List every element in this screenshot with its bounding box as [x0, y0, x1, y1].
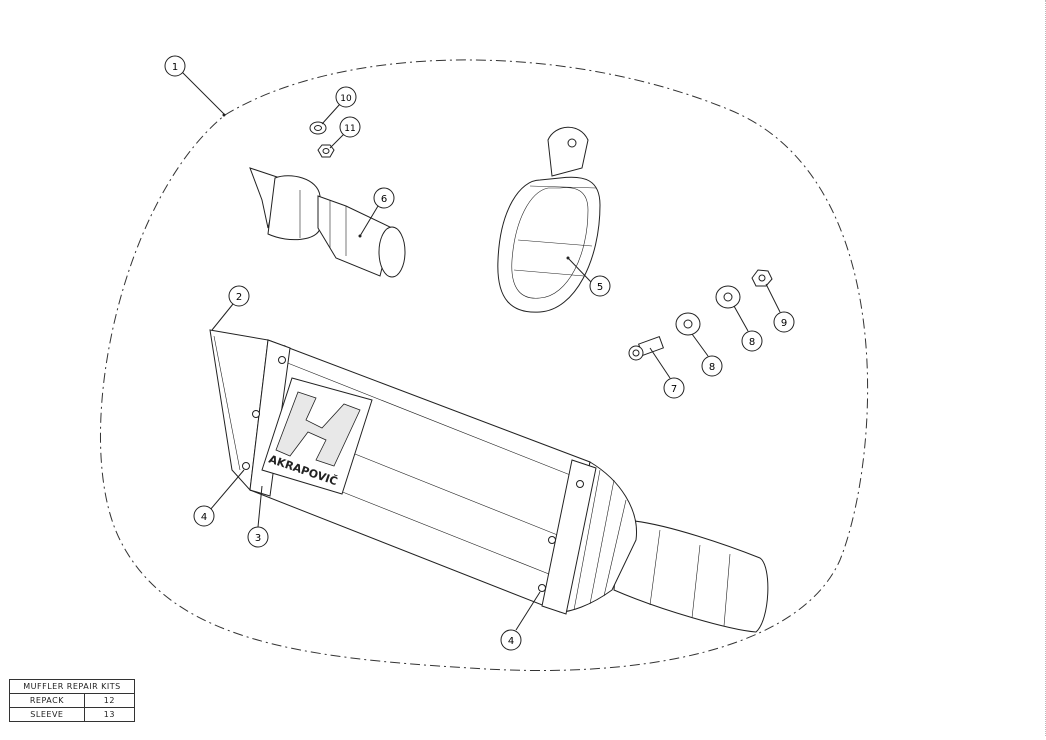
callout-label: 3 — [255, 533, 261, 544]
callout-label: 6 — [381, 194, 387, 205]
callout-label: 8 — [709, 362, 715, 373]
callout-2: 2 — [228, 285, 250, 307]
kit-boundary-outline — [99, 59, 869, 672]
table-row: REPACK 12 — [9, 693, 136, 708]
callout-8a: 8 — [701, 355, 723, 377]
kit-name: REPACK — [9, 693, 85, 708]
callout-label: 11 — [344, 124, 355, 134]
part-link-pipe-6 — [249, 167, 406, 278]
callout-4b: 4 — [500, 629, 522, 651]
callout-3: 3 — [247, 526, 269, 548]
callout-label: 2 — [236, 292, 242, 303]
callout-label: 5 — [597, 282, 603, 293]
callout-1: 1 — [164, 55, 186, 77]
part-nut-9 — [751, 269, 773, 287]
callout-label: 1 — [172, 62, 178, 73]
table-title: MUFFLER REPAIR KITS — [9, 679, 135, 694]
part-bolt-7 — [628, 335, 665, 361]
callout-7: 7 — [663, 377, 685, 399]
callout-label: 8 — [749, 337, 755, 348]
callout-11: 11 — [339, 116, 361, 138]
callout-label: 9 — [781, 318, 787, 329]
kit-code: 13 — [83, 707, 136, 722]
callout-label: 4 — [201, 512, 207, 523]
callout-9: 9 — [773, 311, 795, 333]
callout-group: 1 2 3 4 4 5 6 — [164, 55, 795, 651]
table-header-row: MUFFLER REPAIR KITS — [9, 679, 135, 694]
callout-8b: 8 — [741, 330, 763, 352]
callout-4a: 4 — [193, 505, 215, 527]
part-washer-10 — [309, 121, 327, 135]
callout-6: 6 — [373, 187, 395, 209]
kit-name: SLEEVE — [9, 707, 85, 722]
part-washer-8a — [675, 312, 701, 336]
callout-5: 5 — [589, 275, 611, 297]
callout-label: 7 — [671, 384, 677, 395]
table-row: SLEEVE 13 — [9, 707, 136, 722]
repair-kits-table: MUFFLER REPAIR KITS REPACK 12 SLEEVE 13 — [9, 679, 136, 722]
callout-label: 4 — [508, 636, 514, 647]
part-washer-8b — [715, 285, 741, 309]
part-muffler-body: AKRAPOVIČ — [209, 329, 769, 633]
kit-code: 12 — [83, 693, 136, 708]
callout-label: 10 — [340, 94, 352, 104]
part-bracket-5 — [497, 126, 601, 313]
callout-10: 10 — [335, 86, 357, 108]
